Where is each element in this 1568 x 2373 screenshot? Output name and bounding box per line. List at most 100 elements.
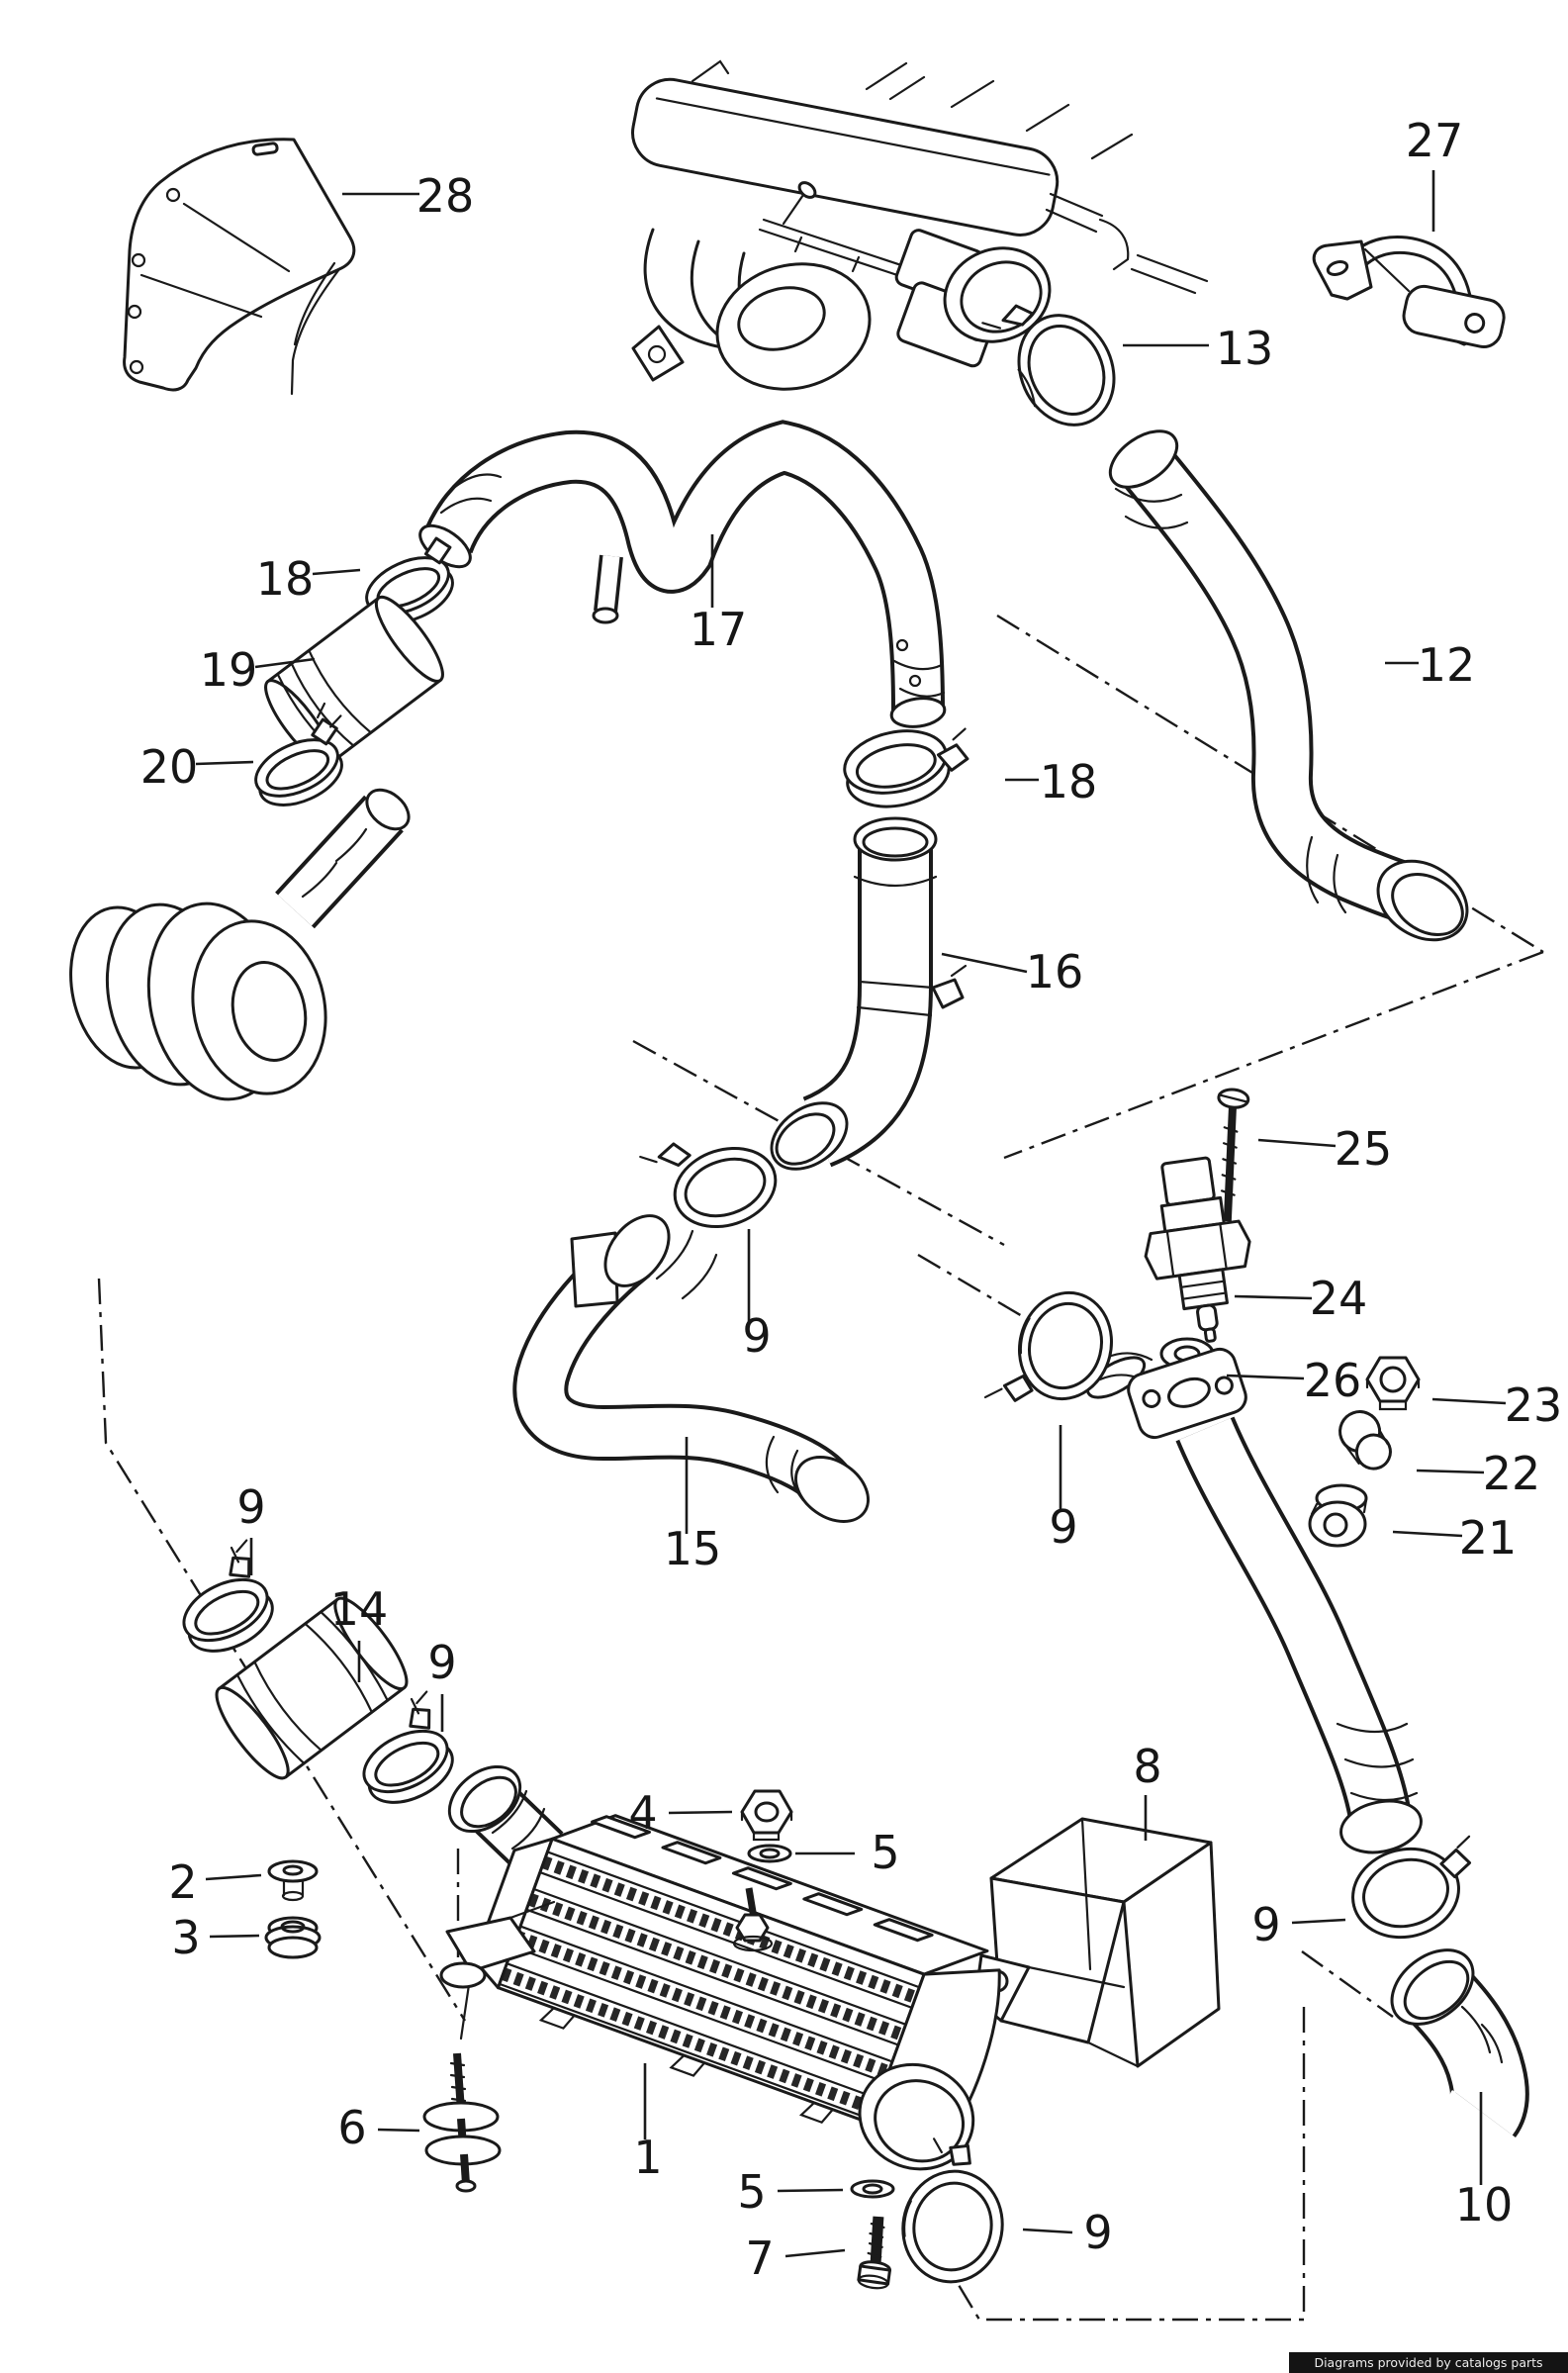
callout-3: 3 bbox=[171, 1911, 260, 1964]
callout-label-23: 23 bbox=[1505, 1378, 1563, 1432]
callout-leader-7 bbox=[784, 2248, 846, 2258]
callout-label-10: 10 bbox=[1455, 2178, 1514, 2231]
hex-bolt-7 bbox=[857, 2216, 892, 2290]
intake-manifold-assembly bbox=[631, 59, 1506, 391]
footer-credit-bar: Diagrams provided by catalogs parts bbox=[1289, 2352, 1568, 2373]
callout-26: 26 bbox=[1226, 1354, 1362, 1407]
callout-label-18-right: 18 bbox=[1040, 755, 1098, 808]
callout-20: 20 bbox=[140, 740, 254, 794]
callout-label-25: 25 bbox=[1335, 1122, 1393, 1176]
callout-leader-24 bbox=[1234, 1294, 1313, 1300]
hose17-stub bbox=[592, 607, 619, 624]
elbow-hose-10 bbox=[1390, 1948, 1529, 2137]
hose-clamp-20 bbox=[254, 702, 343, 807]
callout-label-15: 15 bbox=[664, 1522, 722, 1575]
callout-leader-25 bbox=[1257, 1138, 1337, 1148]
connector-sleeve-19 bbox=[264, 595, 444, 767]
callout-19: 19 bbox=[200, 643, 316, 697]
hose-clamp-13 bbox=[981, 304, 1116, 427]
callout-label-6: 6 bbox=[337, 2101, 366, 2154]
callout-label-9-pipe: 9 bbox=[1251, 1898, 1280, 1951]
callout-13: 13 bbox=[1123, 322, 1273, 375]
intercooler-core-fins bbox=[498, 1851, 921, 2121]
callout-label-13: 13 bbox=[1216, 322, 1274, 375]
callout-label-5-bottom: 5 bbox=[737, 2165, 766, 2219]
callout-25: 25 bbox=[1257, 1122, 1393, 1176]
callout-leader-20 bbox=[195, 760, 254, 766]
callout-5-bottom: 5 bbox=[737, 2165, 844, 2219]
callout-8: 8 bbox=[1133, 1740, 1162, 1841]
callout-label-7: 7 bbox=[745, 2231, 774, 2285]
callout-9-pipe: 9 bbox=[1251, 1898, 1346, 1951]
hose17-hole bbox=[908, 674, 922, 688]
callout-leader-6 bbox=[377, 2128, 420, 2133]
callout-27: 27 bbox=[1406, 114, 1464, 232]
callout-leader-23 bbox=[1431, 1397, 1507, 1405]
pressure-hose-12 bbox=[1108, 429, 1469, 942]
callout-18-right: 18 bbox=[1005, 755, 1097, 808]
callout-label-20: 20 bbox=[140, 740, 199, 794]
callout-label-19: 19 bbox=[200, 643, 258, 697]
callout-leader-4 bbox=[668, 1810, 733, 1815]
callout-9-mid: 9 bbox=[742, 1229, 772, 1363]
hose-clamp-9-left-upper bbox=[182, 1539, 274, 1653]
air-guide-bracket-8 bbox=[973, 1817, 1221, 2068]
callout-label-26: 26 bbox=[1304, 1354, 1362, 1407]
callout-14: 14 bbox=[330, 1582, 389, 1682]
hose-clamp-9-mid bbox=[639, 1142, 778, 1229]
callout-label-9-left-upper: 9 bbox=[236, 1480, 265, 1534]
callout-leader-9-outlet bbox=[1022, 2228, 1073, 2234]
callout-leader-9-pipe bbox=[1291, 1918, 1346, 1925]
callout-12: 12 bbox=[1385, 638, 1475, 692]
callout-9-sensor: 9 bbox=[1049, 1425, 1078, 1554]
callout-label-18-left: 18 bbox=[256, 552, 315, 606]
shield-hole bbox=[131, 252, 146, 268]
callout-leader-5-bottom bbox=[777, 2188, 844, 2193]
heat-shield bbox=[123, 138, 356, 396]
bellows-opening bbox=[231, 961, 308, 1062]
callout-label-2: 2 bbox=[168, 1855, 197, 1909]
callout-17: 17 bbox=[690, 534, 747, 656]
callout-leader-21 bbox=[1392, 1530, 1463, 1538]
hose-clamp-9-pipe bbox=[1351, 1835, 1472, 1940]
intercooler-mount-bracket bbox=[439, 1900, 556, 2041]
callout-label-9-outlet: 9 bbox=[1083, 2206, 1112, 2259]
callout-label-28: 28 bbox=[416, 169, 475, 223]
callout-leader-22 bbox=[1416, 1469, 1485, 1474]
callout-9-left-lower: 9 bbox=[427, 1636, 457, 1732]
callout-label-9-sensor: 9 bbox=[1049, 1500, 1077, 1554]
callout-leader-19 bbox=[254, 657, 316, 669]
callout-5-top: 5 bbox=[795, 1826, 900, 1879]
hose17-hole bbox=[895, 638, 909, 652]
shield-hole bbox=[165, 187, 181, 203]
callout-label-24: 24 bbox=[1310, 1272, 1368, 1325]
callout-label-9-left-lower: 9 bbox=[427, 1636, 456, 1689]
shield-slot bbox=[251, 142, 279, 156]
washer-5-top bbox=[747, 1844, 792, 1863]
callout-10: 10 bbox=[1455, 2092, 1514, 2231]
intercooler-top-stud bbox=[732, 1887, 774, 1952]
callout-label-16: 16 bbox=[1026, 945, 1084, 998]
hose-clamp-9-sensor bbox=[983, 1290, 1114, 1402]
callout-label-5-top: 5 bbox=[871, 1826, 899, 1879]
callout-7: 7 bbox=[745, 2231, 846, 2285]
callout-18-left: 18 bbox=[256, 552, 361, 606]
hose15-top-rim bbox=[603, 1214, 671, 1287]
callout-label-14: 14 bbox=[330, 1582, 389, 1636]
shield-hole bbox=[127, 304, 142, 320]
intercooler-inlet-port bbox=[447, 1764, 564, 1877]
hose-clamp-9-outlet bbox=[901, 2132, 1004, 2284]
footer-credit-text: Diagrams provided by catalogs parts bbox=[1314, 2355, 1543, 2370]
hose15-bracket-tab bbox=[570, 1231, 619, 1308]
callout-label-9-mid: 9 bbox=[742, 1309, 771, 1363]
callout-leader-2 bbox=[205, 1873, 262, 1881]
callout-6: 6 bbox=[337, 2101, 420, 2154]
shield-hole bbox=[129, 359, 144, 375]
intermediate-pipe-16 bbox=[770, 816, 968, 1171]
callout-28: 28 bbox=[342, 169, 474, 223]
pipe16-top-rim bbox=[853, 816, 938, 862]
callout-label-3: 3 bbox=[171, 1911, 200, 1964]
callout-label-27: 27 bbox=[1406, 114, 1464, 167]
callout-24: 24 bbox=[1234, 1272, 1368, 1325]
